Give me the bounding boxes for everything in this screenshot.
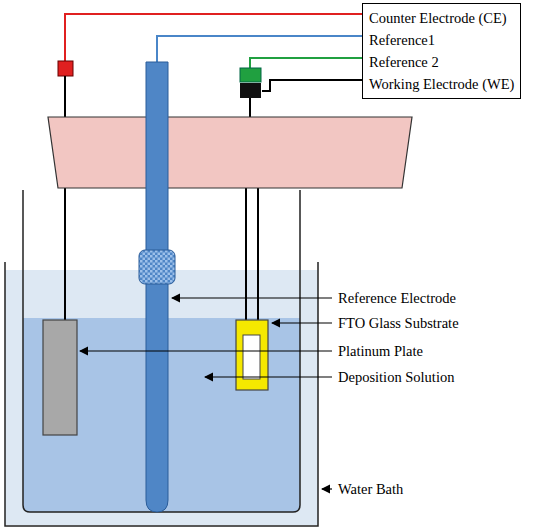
part-label: Reference Electrode — [336, 289, 458, 307]
we-wire — [262, 80, 362, 91]
ce-wire — [65, 14, 362, 61]
leader-arrow — [172, 297, 332, 298]
part-label: Water Bath — [336, 480, 405, 498]
part-label: Platinum Plate — [336, 342, 425, 360]
reference-frit — [139, 250, 175, 284]
part-label: FTO Glass Substrate — [336, 314, 461, 332]
fto-window — [243, 335, 260, 379]
leader-arrow — [80, 350, 332, 351]
leader-arrow — [322, 488, 332, 489]
fto-lead — [245, 188, 247, 322]
leader-arrow — [272, 322, 332, 323]
cell-lid — [48, 117, 412, 188]
wire-label: Reference1 — [369, 29, 514, 51]
platinum-plate — [43, 320, 77, 435]
fto-substrate — [236, 320, 268, 390]
fto-lead — [257, 188, 259, 322]
wire-label: Reference 2 — [369, 51, 514, 73]
ce-terminal — [58, 61, 73, 76]
ref2-wire — [250, 58, 362, 68]
ce-lead — [64, 76, 66, 118]
reference-electrode — [146, 62, 168, 512]
we-lead — [249, 98, 251, 118]
part-label: Deposition Solution — [336, 368, 456, 386]
wire-label: Counter Electrode (CE) — [369, 7, 514, 29]
legend-box: Counter Electrode (CE)Reference1Referenc… — [362, 3, 521, 99]
pt-lead — [64, 188, 66, 322]
leader-arrow — [205, 376, 332, 377]
we-terminal — [240, 83, 261, 98]
wire-label: Working Electrode (WE) — [369, 73, 514, 95]
ref2-terminal — [240, 68, 261, 82]
